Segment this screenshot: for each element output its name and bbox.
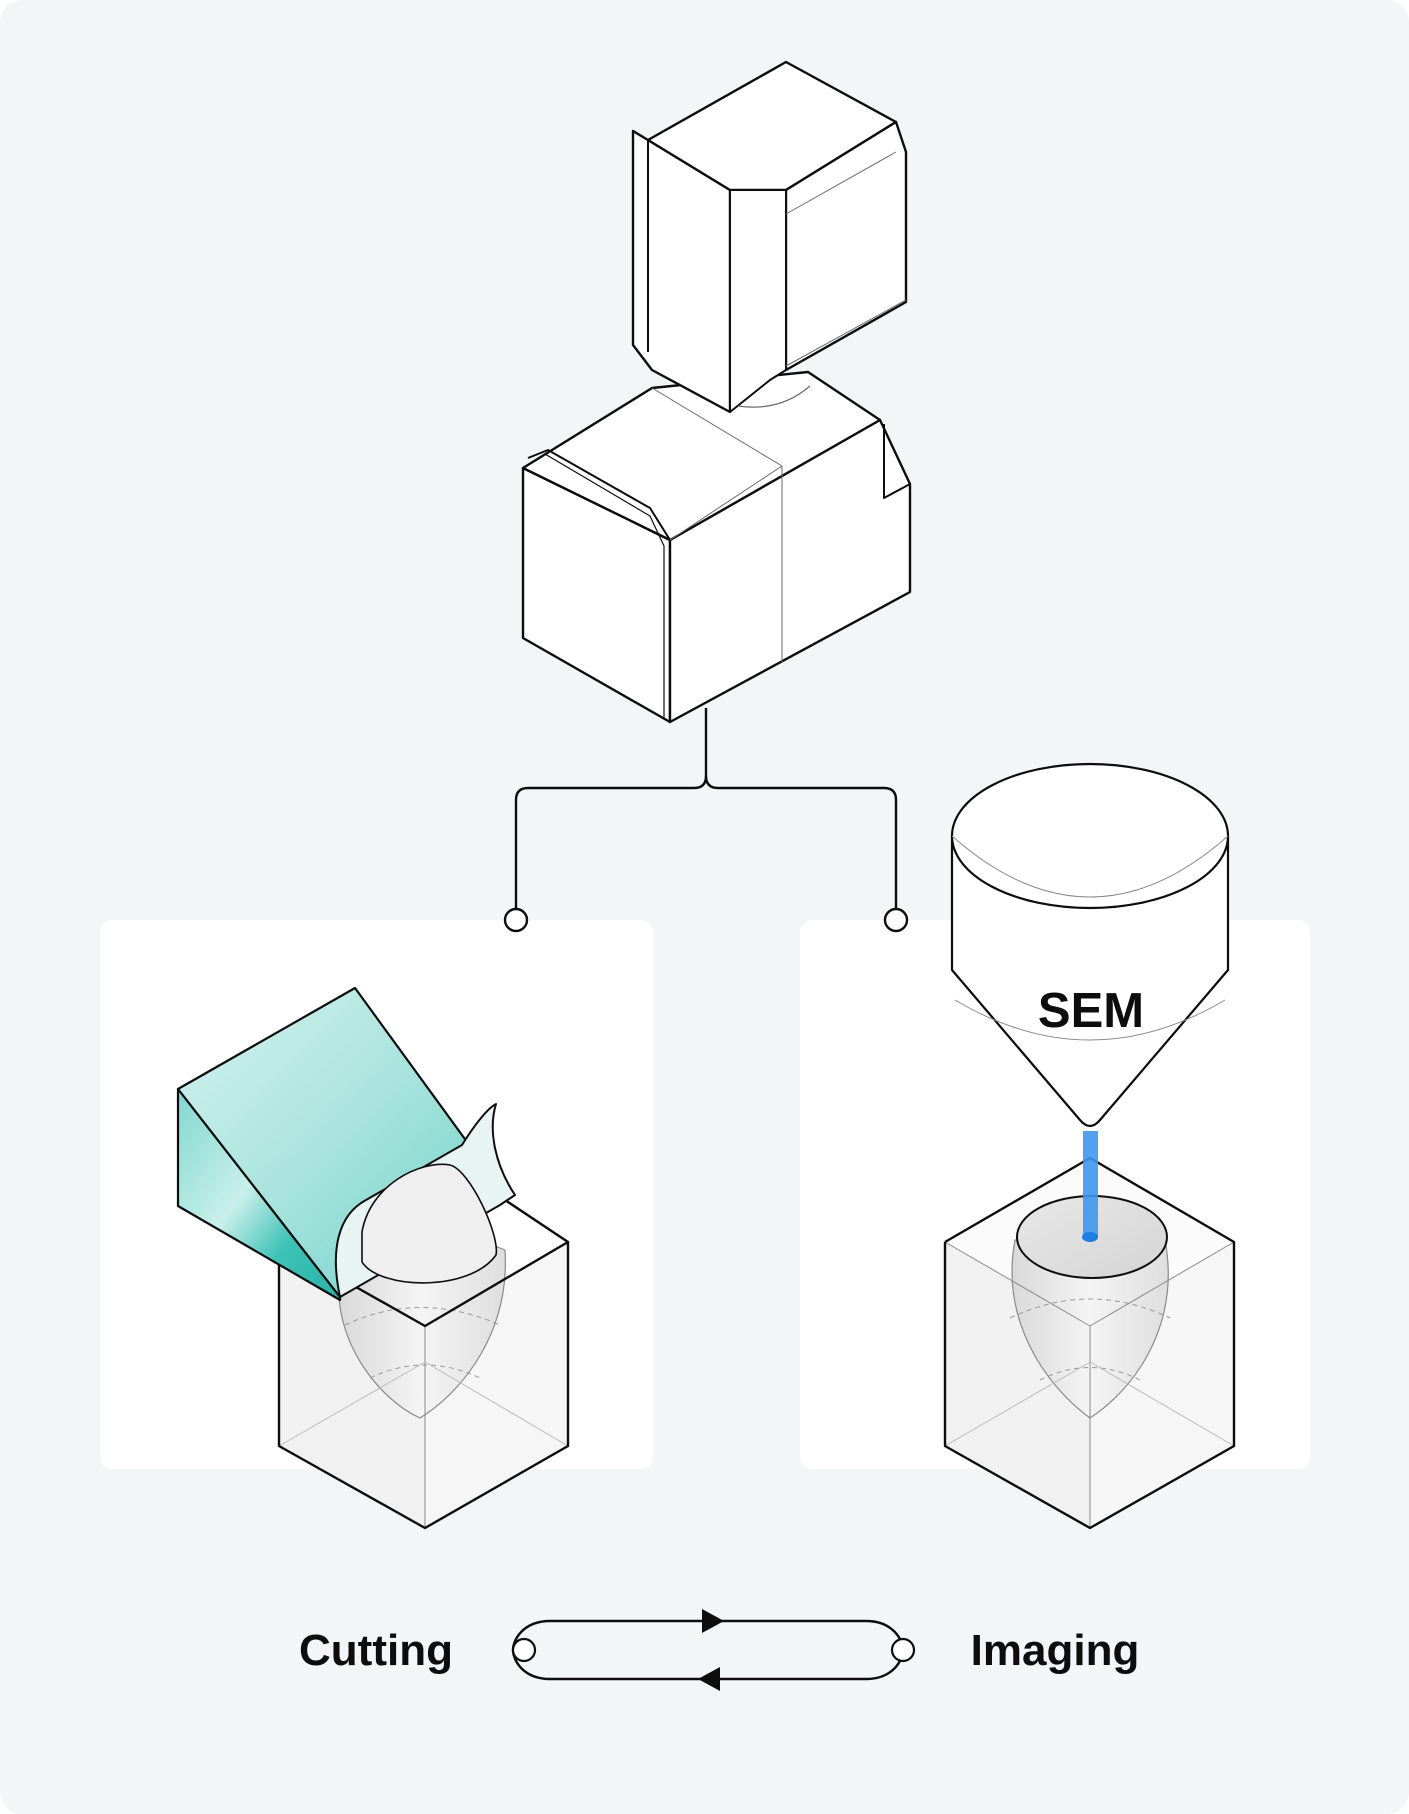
microscope-base-top: [521, 370, 882, 542]
imaging-cube-top-inner: [1089, 1241, 1235, 1327]
cutting-specimen-guide: [344, 1307, 501, 1326]
cutting-cube-inner-3: [424, 1361, 569, 1447]
sem-top: [950, 762, 1230, 910]
cutting-cube-outline: [277, 1240, 570, 1530]
microscope-instrument: [521, 60, 912, 724]
cycle-legend: Cutting Imaging: [299, 1609, 1139, 1691]
cycle-arrow-left-icon: [698, 1667, 720, 1691]
cycle-arrow-right-icon: [702, 1609, 724, 1633]
microscope-collar: [737, 385, 811, 408]
connector-node-right: [883, 907, 909, 933]
imaging-cube-top-inner-2: [944, 1241, 1091, 1327]
beam-spot: [1082, 1232, 1098, 1242]
imaging-specimen-guide-2: [1039, 1367, 1141, 1381]
microscope-head-face: [729, 189, 787, 413]
electron-beam: [1083, 1131, 1098, 1237]
sem-band-2: [954, 999, 1226, 1041]
imaging-cube-inner-2: [944, 1361, 1091, 1447]
microscope-step: [883, 424, 911, 499]
imaging-cube-inner-3: [1089, 1361, 1235, 1447]
sem-column: SEM: [950, 762, 1230, 1128]
microscope-head-seam: [785, 151, 897, 215]
connector-line-right: [704, 775, 898, 910]
microscope-lip: [527, 449, 671, 541]
diamond-knife: [176, 986, 516, 1302]
imaging-label: Imaging: [971, 1626, 1140, 1675]
cutting-cube-top-edge: [504, 1199, 569, 1243]
cutting-cube-inner-2: [278, 1361, 426, 1447]
cycle-loop: [511, 1619, 905, 1681]
microscope-lip-inner: [544, 453, 665, 718]
connector-tree: [503, 708, 909, 933]
cutting-label: Cutting: [299, 1626, 453, 1675]
microscope-seam-3: [669, 465, 783, 541]
cutting-sample: [277, 1199, 570, 1530]
cycle-node-right: [890, 1637, 916, 1663]
microscope-seam-1: [651, 387, 783, 467]
connector-line: [514, 708, 708, 910]
sem-band-1: [951, 835, 1229, 898]
imaging-specimen-guide: [1009, 1298, 1171, 1319]
sem-label: SEM: [1038, 984, 1144, 1038]
imaging-sample: [943, 1131, 1236, 1530]
cycle-node-left: [511, 1637, 537, 1663]
microscope-head-seam-2: [785, 299, 907, 367]
connector-node-left: [503, 907, 529, 933]
sem-body: [950, 834, 1230, 1128]
cut-section-face: [361, 1163, 498, 1284]
